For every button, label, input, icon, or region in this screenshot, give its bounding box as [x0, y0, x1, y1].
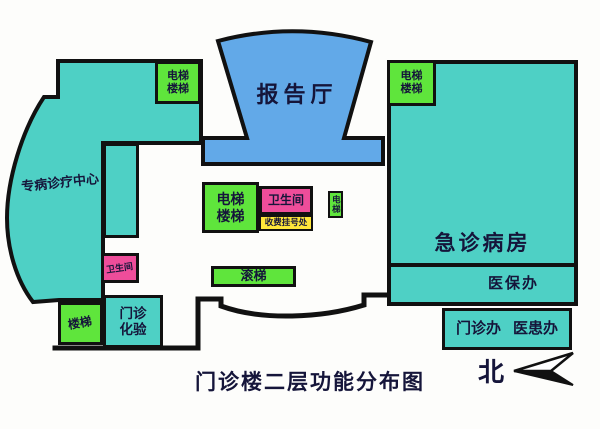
offices-box: 门诊办 医患办 [442, 308, 572, 350]
room-insurance-office: 医保办 [487, 275, 539, 292]
elevator-box-small: 电梯 [328, 191, 343, 218]
elevator-stairs-box-right-building: 电梯 楼梯 [387, 60, 436, 106]
escalator-label: 滚梯 [240, 268, 267, 284]
ward-divider-wall [391, 263, 574, 267]
restroom-box-middle: 卫生间 [259, 186, 313, 215]
specialty-wing-shape [4, 59, 203, 305]
stairs-label: 楼梯 [67, 313, 94, 332]
north-arrow-icon [513, 351, 574, 386]
restroom-box-left: 卫生间 [101, 253, 139, 283]
fee-registration-label: 收费挂号处 [264, 217, 308, 228]
restroom-label: 卫生间 [105, 260, 135, 275]
elevator-stairs-box-left-wing: 电梯 楼梯 [155, 61, 201, 104]
outpatient-lab-label-line1: 门诊 [119, 305, 147, 321]
stairs-label: 楼梯 [216, 207, 245, 224]
elevator-label: 电梯 [400, 70, 423, 83]
room-outpatient-office: 门诊办 [455, 320, 501, 338]
room-report-hall: 报告厅 [256, 82, 338, 107]
stairs-label: 楼梯 [167, 82, 189, 95]
elevator-label: 电梯 [331, 195, 342, 214]
compass-north-label: 北 [478, 357, 505, 387]
restroom-label: 卫生间 [267, 192, 304, 207]
page-title: 门诊楼二层功能分布图 [195, 371, 425, 394]
outpatient-lab-label-line2: 化验 [119, 321, 147, 337]
report-hall-shape [201, 29, 385, 166]
corridor-room [103, 143, 139, 238]
escalator-box: 滚梯 [211, 266, 296, 287]
fee-registration-box: 收费挂号处 [259, 215, 313, 231]
stairs-box-bottom-left: 楼梯 [58, 302, 103, 345]
room-doctor-patient-office: 医患办 [513, 320, 559, 338]
room-emergency-ward: 急诊病房 [434, 232, 531, 255]
elevator-label: 电梯 [167, 69, 189, 82]
stairs-label: 楼梯 [400, 83, 423, 95]
perimeter-wall [52, 292, 391, 351]
elevator-stairs-box-middle: 电梯 楼梯 [202, 182, 259, 233]
elevator-label: 电梯 [216, 191, 245, 208]
outpatient-lab-box: 门诊 化验 [103, 295, 163, 348]
